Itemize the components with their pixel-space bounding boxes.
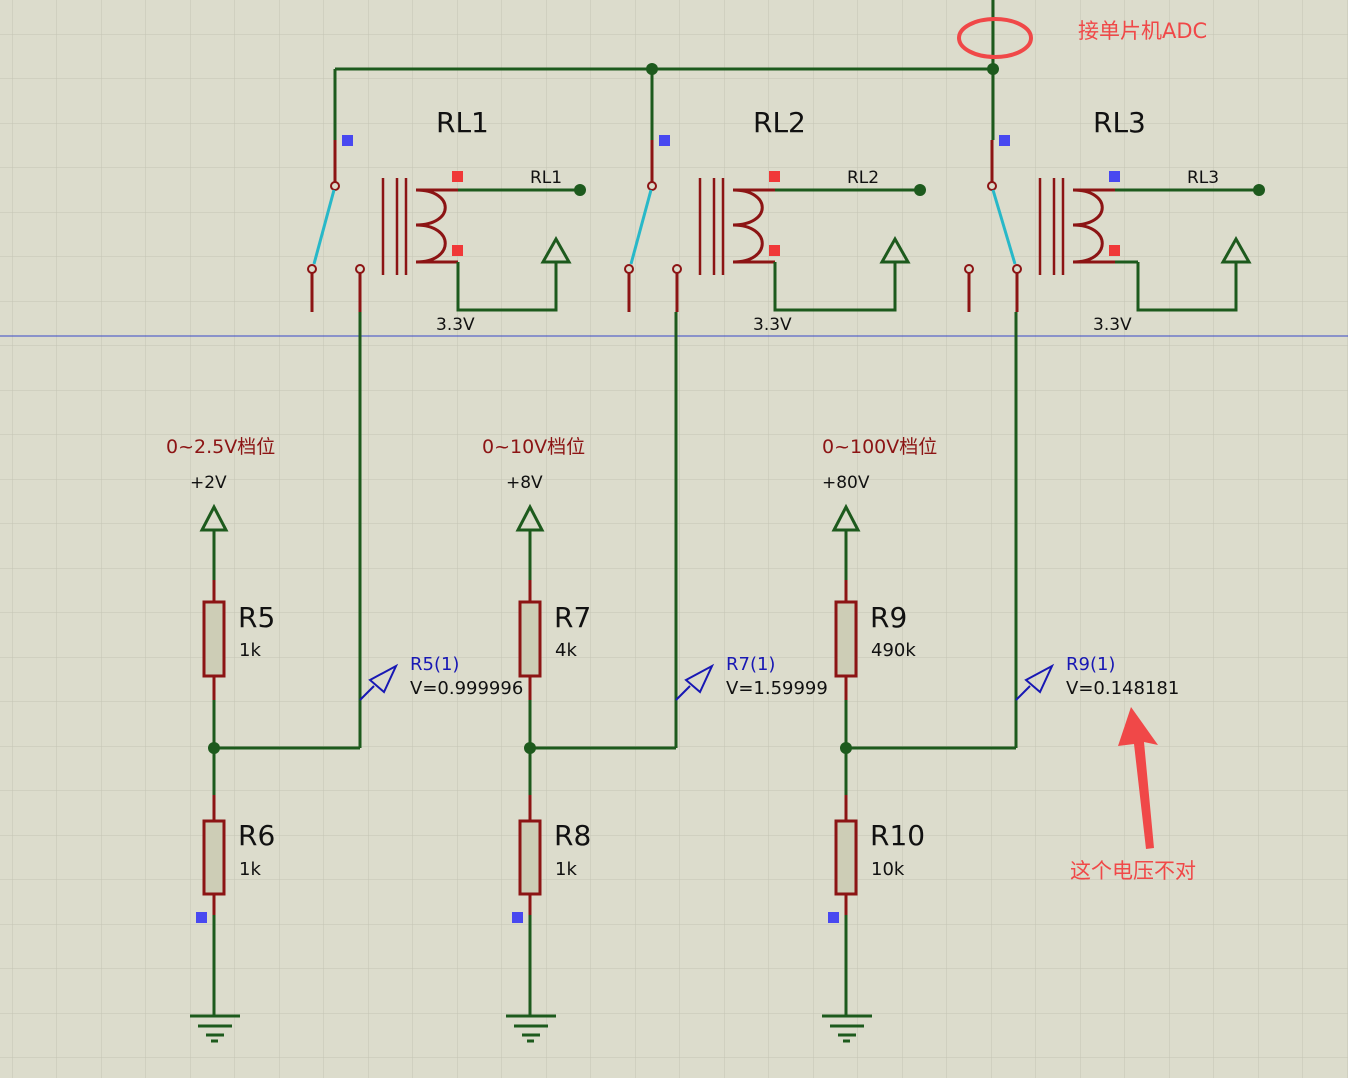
resistor-top[interactable] xyxy=(518,600,542,678)
relay-supply-label: 3.3V xyxy=(753,315,792,335)
junction-dot xyxy=(524,742,536,754)
resistor-top[interactable] xyxy=(834,600,858,678)
relay-net-label: RL1 xyxy=(530,168,562,188)
adc-note: 接单片机ADC xyxy=(1078,19,1207,43)
relay-label: RL1 xyxy=(436,106,489,139)
relay-contact-blade xyxy=(629,189,653,265)
resistor-top-name: R9 xyxy=(870,601,907,634)
source-label: +2V xyxy=(190,473,227,493)
resistor-bottom-name: R8 xyxy=(554,819,591,852)
probe-reading: V=0.999996 xyxy=(410,678,523,699)
divider-0-10v: 0~10V档位 +8V R7 4k R8 1k R7(1) V=1.59999 xyxy=(482,312,828,1043)
annotation-arrow-icon xyxy=(1118,707,1158,849)
divider-0-2v5: 0~2.5V档位 +2V R5 1k R6 1k R5(1) V=0.99999… xyxy=(166,312,523,1043)
relay-supply-label: 3.3V xyxy=(1093,315,1132,335)
relay-contact-blade xyxy=(312,189,336,265)
wrong-voltage-note: 这个电压不对 xyxy=(1070,859,1196,883)
probe-reading: V=0.148181 xyxy=(1066,678,1179,699)
resistor-bottom[interactable] xyxy=(518,819,542,896)
adc-highlight-circle xyxy=(957,17,1033,59)
probe-name: R5(1) xyxy=(410,654,459,675)
relay-contact-blade xyxy=(991,189,1017,265)
relay-label: RL2 xyxy=(753,106,806,139)
divider-0-100v: 0~100V档位 +80V R9 490k R10 10k R9(1) V=0.… xyxy=(822,312,1179,1043)
junction-dot xyxy=(840,742,852,754)
voltage-probe[interactable] xyxy=(1015,663,1055,701)
resistor-bottom-name: R6 xyxy=(238,819,275,852)
relay-label: RL3 xyxy=(1093,106,1146,139)
junction-dot xyxy=(987,63,999,75)
source-label: +8V xyxy=(506,473,543,493)
relay-rl1[interactable]: RL1 RL1 3.3V xyxy=(307,106,586,335)
resistor-bottom-value: 1k xyxy=(555,859,577,880)
range-label: 0~10V档位 xyxy=(482,436,585,458)
resistor-bottom[interactable] xyxy=(202,819,226,896)
range-label: 0~2.5V档位 xyxy=(166,436,275,458)
resistor-bottom-value: 10k xyxy=(871,859,905,880)
relay-net-label: RL3 xyxy=(1187,168,1219,188)
range-label: 0~100V档位 xyxy=(822,436,937,458)
probe-name: R9(1) xyxy=(1066,654,1115,675)
resistor-top-value: 4k xyxy=(555,640,577,661)
resistor-top-name: R5 xyxy=(238,601,275,634)
junction-dot xyxy=(208,742,220,754)
resistor-top-value: 1k xyxy=(239,640,261,661)
relay-net-label: RL2 xyxy=(847,168,879,188)
resistor-bottom-value: 1k xyxy=(239,859,261,880)
voltage-probe[interactable] xyxy=(359,663,399,701)
relay-supply-label: 3.3V xyxy=(436,315,475,335)
source-label: +80V xyxy=(822,473,870,493)
resistor-bottom[interactable] xyxy=(834,819,858,896)
probe-name: R7(1) xyxy=(726,654,775,675)
relay-rl3[interactable]: RL3 RL3 3.3V xyxy=(964,106,1265,335)
probe-reading: V=1.59999 xyxy=(726,678,828,699)
relay-rl2[interactable]: RL2 RL2 3.3V xyxy=(624,106,926,335)
voltage-probe[interactable] xyxy=(675,663,715,701)
resistor-top[interactable] xyxy=(202,600,226,678)
resistor-top-value: 490k xyxy=(871,640,916,661)
resistor-top-name: R7 xyxy=(554,601,591,634)
junction-dot xyxy=(646,63,658,75)
resistor-bottom-name: R10 xyxy=(870,819,925,852)
